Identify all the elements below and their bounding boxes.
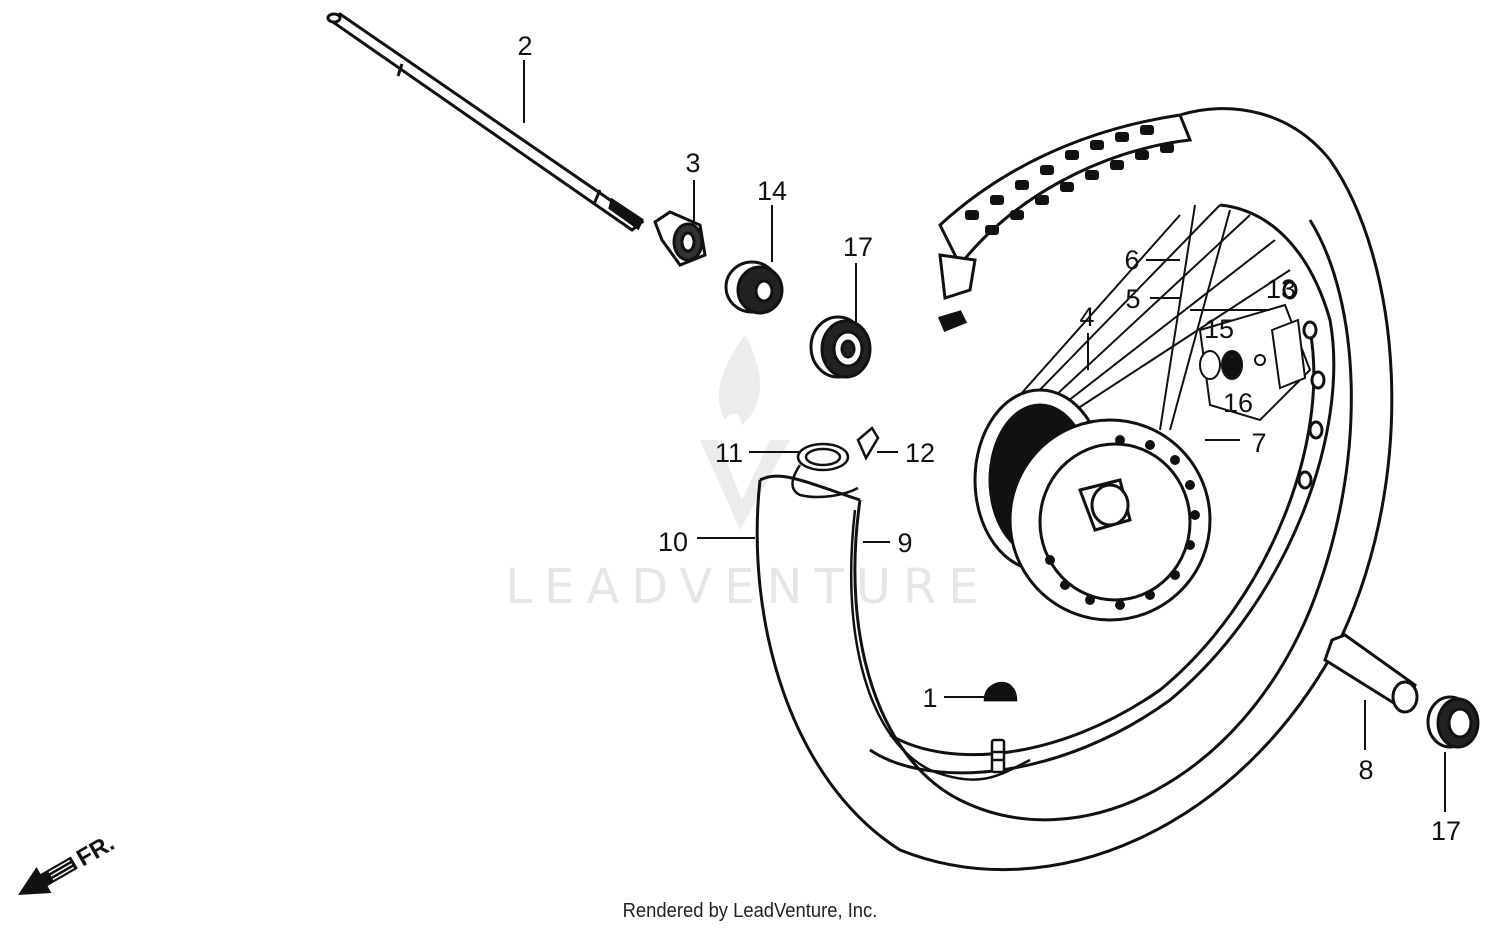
callout-1: 1	[922, 683, 937, 713]
hub-part	[973, 388, 1212, 622]
direction-label: FR.	[72, 829, 119, 872]
tube-part	[791, 426, 1031, 781]
footer-credit: Rendered by LeadVenture, Inc.	[622, 900, 878, 922]
bearing-upper-part	[809, 315, 872, 379]
axle-part	[326, 12, 645, 232]
spoke-nipple-group	[1198, 303, 1312, 422]
callout-8: 8	[1358, 755, 1373, 785]
callout-2: 2	[517, 31, 532, 61]
callout-13: 13	[1266, 274, 1296, 304]
leader-lines	[523, 60, 1446, 812]
callout-9: 9	[897, 528, 912, 558]
bearing-lower-part	[1426, 695, 1480, 749]
valve-stem-part	[990, 738, 1006, 774]
callout-14: 14	[757, 176, 787, 206]
rim-band-part	[983, 681, 1018, 702]
callout-15: 15	[1204, 314, 1234, 344]
callout-10: 10	[658, 527, 688, 557]
leadventure-watermark: LEADVENTURE	[505, 335, 990, 615]
spacer-part	[1323, 633, 1419, 714]
callout-12: 12	[905, 438, 935, 468]
callout-5: 5	[1125, 284, 1140, 314]
dust-seal-part	[724, 260, 784, 315]
callout-11: 11	[715, 438, 743, 468]
spokes	[1019, 204, 1291, 431]
collar-part	[653, 210, 707, 267]
callout-17-lower: 17	[1431, 816, 1461, 846]
callout-6: 6	[1124, 245, 1139, 275]
front-direction-arrow-icon: FR.	[18, 829, 119, 895]
callout-labels: 2 3 14 17 6 5 13 4 15 16 7 11 12 10 9 1 …	[517, 31, 1461, 846]
callout-4: 4	[1079, 302, 1094, 332]
callout-3: 3	[685, 148, 700, 178]
leadventure-flame-logo-icon	[700, 335, 790, 530]
callout-17-upper: 17	[843, 232, 873, 262]
watermark-text: LEADVENTURE	[505, 559, 990, 615]
callout-16: 16	[1223, 388, 1253, 418]
callout-7: 7	[1251, 428, 1266, 458]
